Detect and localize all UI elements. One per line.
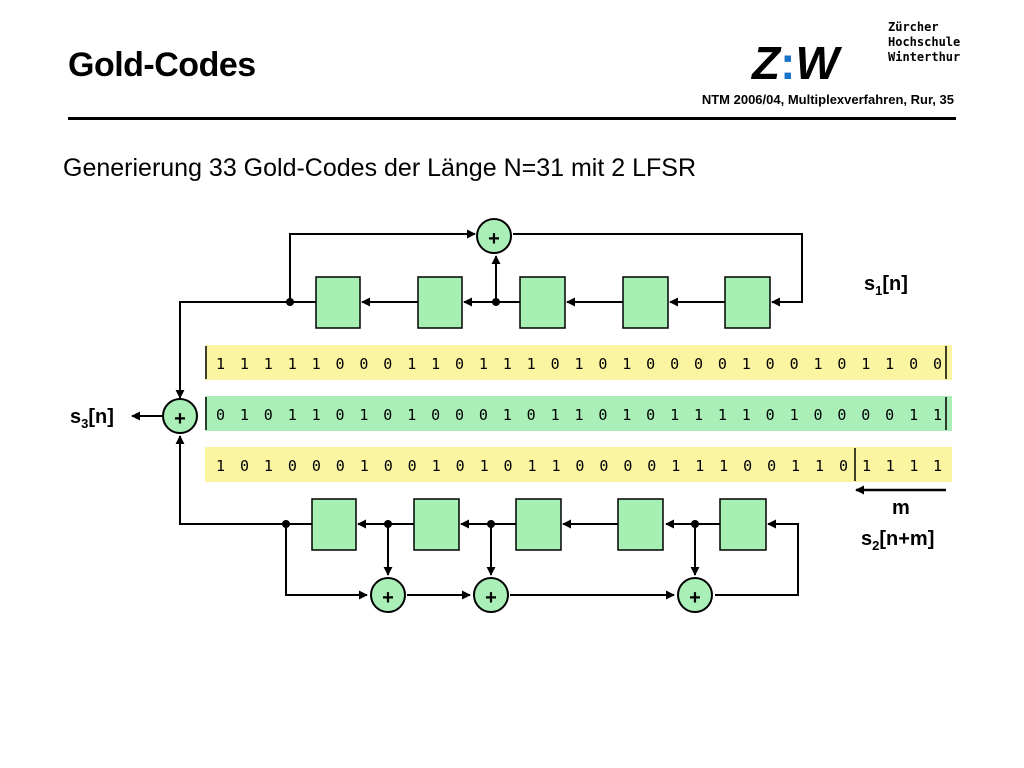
top-junction-dot-1 xyxy=(286,298,294,306)
bottom-register-3 xyxy=(515,498,562,551)
zhw-logo: Z:W xyxy=(752,37,839,89)
bottom-registers xyxy=(311,498,767,551)
bottom-adder-3: + xyxy=(677,577,713,613)
s1-sequence-band xyxy=(205,345,952,380)
top-registers xyxy=(315,276,771,329)
bottom-register-4 xyxy=(617,498,664,551)
top-register-5 xyxy=(724,276,771,329)
bottom-adder-1-symbol: + xyxy=(382,587,394,609)
header-divider xyxy=(68,117,956,120)
top-register-1 xyxy=(315,276,361,329)
institution-line-1: Zürcher xyxy=(888,20,939,34)
bottom-adder-2: + xyxy=(473,577,509,613)
s2-label: s2[n+m] xyxy=(861,528,934,553)
top-adder-symbol: + xyxy=(488,228,500,250)
bottom-junction-dot-2 xyxy=(384,520,392,528)
institution-line-3: Winterthur xyxy=(888,50,961,64)
logo-letter-z: Z xyxy=(752,37,780,89)
top-junction-dot-2 xyxy=(492,298,500,306)
bottom-register-2 xyxy=(413,498,460,551)
top-register-4 xyxy=(622,276,669,329)
s3-sequence-band xyxy=(205,396,952,431)
top-adder: + xyxy=(476,218,512,254)
bottom-register-1 xyxy=(311,498,357,551)
slide-subtitle: Generierung 33 Gold-Codes der Länge N=31… xyxy=(63,154,696,182)
main-adder-symbol: + xyxy=(174,408,186,430)
logo-letter-w: W xyxy=(795,37,838,89)
logo-separator: : xyxy=(780,37,795,89)
s2-sequence-main: 1 0 1 0 0 0 1 0 0 1 0 1 0 1 1 0 0 0 0 1 … xyxy=(216,457,848,475)
bottom-adder-1: + xyxy=(370,577,406,613)
bottom-junction-dot-4 xyxy=(691,520,699,528)
s2-sequence-tail: 1 1 1 1 xyxy=(862,457,942,475)
s1-label: s1[n] xyxy=(864,273,908,298)
slide-reference: NTM 2006/04, Multiplexverfahren, Rur, 35 xyxy=(701,92,954,107)
bottom-lfsr xyxy=(175,435,799,600)
bottom-junction-dot-3 xyxy=(487,520,495,528)
main-adder: + xyxy=(162,398,198,434)
s3-sequence: 0 1 0 1 1 0 1 0 1 0 0 0 1 0 1 1 0 1 0 1 … xyxy=(216,406,942,424)
shift-label: m xyxy=(892,497,910,519)
bottom-adder-3-symbol: + xyxy=(689,587,701,609)
bottom-junction-dot-1 xyxy=(282,520,290,528)
s2-sequence-band xyxy=(205,447,952,482)
page-title: Gold-Codes xyxy=(68,46,256,84)
top-register-3 xyxy=(519,276,566,329)
top-register-2 xyxy=(417,276,463,329)
s1-sequence: 1 1 1 1 1 0 0 0 1 1 0 1 1 1 0 1 0 1 0 0 … xyxy=(216,355,942,373)
bottom-register-5 xyxy=(719,498,767,551)
institution-line-2: Hochschule xyxy=(888,35,961,49)
institution-name: Zürcher Hochschule Winterthur xyxy=(888,20,960,65)
top-lfsr xyxy=(175,229,803,399)
s3-label: s3[n] xyxy=(70,406,114,431)
bottom-adder-2-symbol: + xyxy=(485,587,497,609)
